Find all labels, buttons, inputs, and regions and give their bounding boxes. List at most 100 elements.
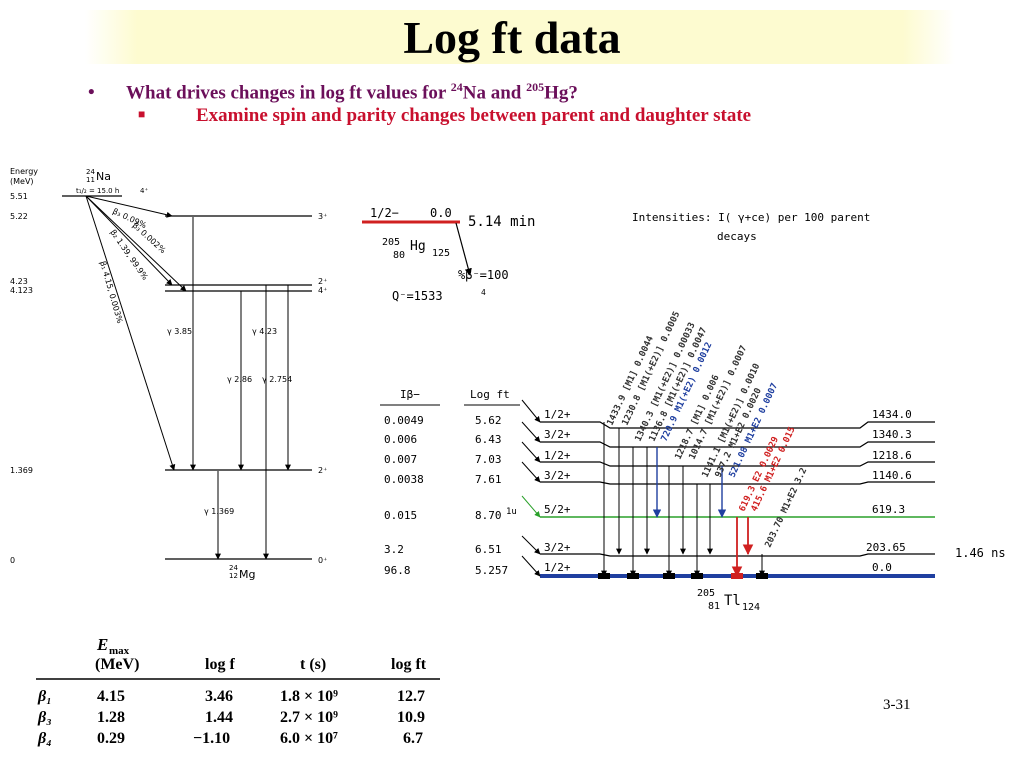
svg-text:12.7: 12.7	[397, 688, 425, 705]
svg-text:γ 2.754: γ 2.754	[262, 375, 292, 384]
hg-feed-619	[521, 495, 541, 518]
svg-text:0.0: 0.0	[872, 561, 892, 574]
svg-text:4⁺: 4⁺	[318, 286, 327, 295]
svg-text:205: 205	[382, 237, 400, 248]
svg-text:81: 81	[708, 601, 720, 612]
svg-text:619.3: 619.3	[872, 503, 905, 516]
svg-text:0: 0	[10, 556, 15, 565]
svg-text:5/2+: 5/2+	[544, 503, 571, 516]
svg-text:γ 2.86: γ 2.86	[227, 375, 252, 384]
beta-branch-arrow	[85, 195, 176, 471]
svg-text:3.2: 3.2	[384, 543, 404, 556]
svg-text:0.0049: 0.0049	[384, 414, 424, 427]
svg-text:Intensities: I( γ+ce) per 100: Intensities: I( γ+ce) per 100 parent	[632, 211, 870, 224]
svg-text:5.257: 5.257	[475, 564, 508, 577]
svg-text:γ 4.23: γ 4.23	[252, 327, 277, 336]
svg-text:3⁺: 3⁺	[318, 212, 327, 221]
na-daughter-symbol: Mg	[239, 568, 255, 581]
svg-text:2⁺: 2⁺	[318, 466, 327, 475]
logft-table: E max (MeV) log f t (s) log ft β₁ 4.15 3…	[36, 635, 440, 747]
hg-beta-arrow	[455, 222, 472, 276]
svg-text:4: 4	[481, 288, 486, 297]
svg-text:0.007: 0.007	[384, 453, 417, 466]
beta-branch-arrow	[85, 195, 187, 292]
svg-text:124: 124	[742, 602, 760, 613]
svg-text:4.123: 4.123	[10, 286, 33, 295]
svg-text:log f: log f	[205, 656, 235, 673]
hg-halflife: 5.14 min	[468, 214, 535, 230]
svg-text:1/2−: 1/2−	[370, 206, 399, 220]
svg-text:0.015: 0.015	[384, 509, 417, 522]
svg-text:4.15: 4.15	[97, 688, 125, 705]
svg-text:1.44: 1.44	[205, 709, 233, 726]
svg-text:8.70: 8.70	[475, 509, 502, 522]
svg-text:1u: 1u	[506, 507, 517, 517]
svg-text:log ft: log ft	[391, 656, 427, 673]
hg-gamma-lines	[601, 422, 765, 577]
svg-text:1340.3: 1340.3	[872, 428, 912, 441]
svg-text:β₄: β₄	[37, 730, 52, 747]
svg-text:3/2+: 3/2+	[544, 541, 571, 554]
svg-text:24: 24	[229, 564, 238, 572]
svg-text:γ 1.369: γ 1.369	[204, 507, 234, 516]
page-number: 3-31	[883, 697, 911, 713]
na-parent-symbol: Na	[96, 170, 111, 183]
svg-text:10.9: 10.9	[397, 709, 425, 726]
hg-feed-lines	[521, 399, 541, 577]
svg-text:5.62: 5.62	[475, 414, 502, 427]
svg-text:−1.10: −1.10	[193, 730, 230, 747]
svg-text:7.61: 7.61	[475, 473, 502, 486]
na-decay-scheme: Energy (MeV) 24 11 Na t₁/₂ = 15.0 h 4⁺ 5…	[10, 167, 327, 581]
svg-text:11: 11	[86, 176, 95, 184]
svg-text:7.03: 7.03	[475, 453, 502, 466]
svg-text:Iβ−: Iβ−	[400, 388, 420, 401]
hg-row-list: 0.0049 5.62 0.006 6.43 0.007 7.03 0.0038…	[384, 408, 912, 577]
svg-text:5.51: 5.51	[10, 192, 28, 201]
svg-text:Q⁻=1533: Q⁻=1533	[392, 289, 443, 303]
svg-text:80: 80	[393, 250, 405, 261]
svg-text:1/2+: 1/2+	[544, 449, 571, 462]
svg-text:6.43: 6.43	[475, 433, 502, 446]
svg-text:203.65: 203.65	[866, 541, 906, 554]
svg-text:Log ft: Log ft	[470, 388, 510, 401]
title-band	[85, 10, 955, 64]
beta-branch-arrow	[85, 195, 173, 218]
svg-text:γ 3.85: γ 3.85	[167, 327, 192, 336]
level-halflife: 1.46 ns	[955, 546, 1006, 560]
svg-text:205: 205	[697, 588, 715, 599]
svg-text:0.006: 0.006	[384, 433, 417, 446]
hg-arrival-markers	[598, 573, 768, 579]
svg-text:0.29: 0.29	[97, 730, 125, 747]
svg-text:max: max	[109, 645, 130, 657]
svg-text:96.8: 96.8	[384, 564, 411, 577]
svg-text:1/2+: 1/2+	[544, 561, 571, 574]
hg-levels	[540, 421, 935, 557]
svg-text:12: 12	[229, 572, 238, 580]
tl-daughter-symbol: Tl	[724, 593, 741, 609]
svg-text:E: E	[96, 635, 108, 654]
svg-text:(MeV): (MeV)	[95, 656, 139, 673]
bullet-dot-icon: •	[88, 82, 95, 104]
svg-text:3/2+: 3/2+	[544, 428, 571, 441]
bullet-2: ■Examine spin and parity changes between…	[138, 105, 752, 126]
svg-text:4⁺: 4⁺	[140, 187, 148, 195]
svg-text:1.28: 1.28	[97, 709, 125, 726]
svg-text:6.51: 6.51	[475, 543, 502, 556]
svg-text:1140.6: 1140.6	[872, 469, 912, 482]
svg-text:5.22: 5.22	[10, 212, 28, 221]
energy-unit: (MeV)	[10, 177, 34, 186]
svg-text:decays: decays	[717, 230, 757, 243]
hg-decay-scheme: 1/2− 0.0 5.14 min 205 80 Hg 125 %β⁻=100 …	[362, 206, 1006, 613]
svg-text:1218.6: 1218.6	[872, 449, 912, 462]
svg-text:0⁺: 0⁺	[318, 556, 327, 565]
svg-text:3/2+: 3/2+	[544, 469, 571, 482]
svg-text:0.0038: 0.0038	[384, 473, 424, 486]
svg-text:3.46: 3.46	[205, 688, 233, 705]
bullet-1: •What drives changes in log ft values fo…	[88, 80, 578, 104]
svg-text:%β⁻=100: %β⁻=100	[458, 268, 509, 282]
svg-text:β₃ 0.002%: β₃ 0.002%	[131, 221, 168, 256]
hg-arrival-marker-red	[731, 573, 743, 579]
hg-transition-labels: 1433.9 [M1] 0.0044 1230.8 [M1(+E2)] 0.00…	[606, 310, 810, 549]
na-halflife: t₁/₂ = 15.0 h	[76, 187, 119, 195]
